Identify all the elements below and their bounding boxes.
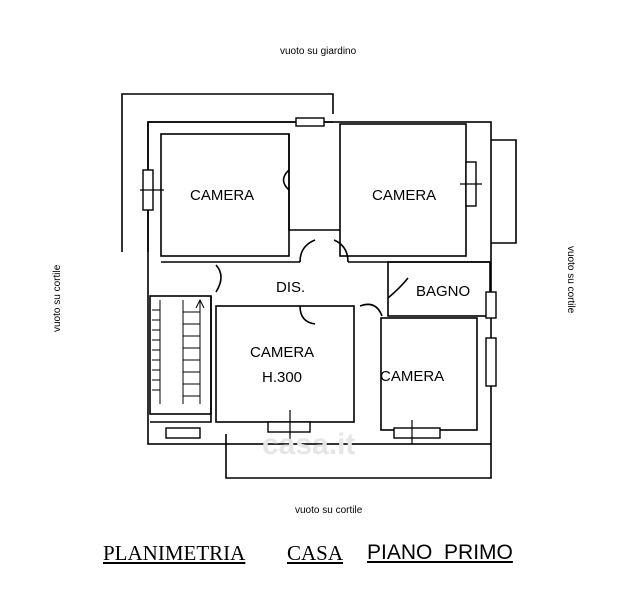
balcony-bottom bbox=[225, 434, 492, 479]
note-top: vuoto su giardino bbox=[280, 46, 357, 57]
stair-treads bbox=[152, 298, 205, 404]
label-camera-bottom-right: CAMERA bbox=[380, 368, 445, 385]
balcony-top-left bbox=[121, 93, 334, 252]
label-camera-bottom-left: CAMERA bbox=[250, 344, 315, 361]
room-bagno bbox=[387, 261, 491, 317]
label-bagno: BAGNO bbox=[416, 283, 471, 300]
note-right: vuoto su cortile bbox=[565, 246, 576, 314]
label-camera-top-right: CAMERA bbox=[372, 187, 437, 204]
label-camera-top-left: CAMERA bbox=[190, 187, 255, 204]
stair-well bbox=[149, 295, 212, 415]
watermark: casa.it bbox=[262, 428, 355, 461]
room-camera-bottom-left bbox=[215, 305, 355, 423]
label-dis: DIS. bbox=[276, 279, 306, 296]
title-casa: CASA bbox=[287, 541, 344, 565]
title-piano-primo: PIANO PRIMO bbox=[367, 541, 513, 564]
note-bottom: vuoto su cortile bbox=[295, 505, 363, 516]
title-planimetria: PLANIMETRIA bbox=[103, 541, 246, 565]
windows bbox=[142, 117, 497, 439]
label-height: H.300 bbox=[262, 369, 303, 386]
note-left: vuoto su cortile bbox=[52, 264, 63, 332]
balcony-right bbox=[491, 139, 517, 244]
